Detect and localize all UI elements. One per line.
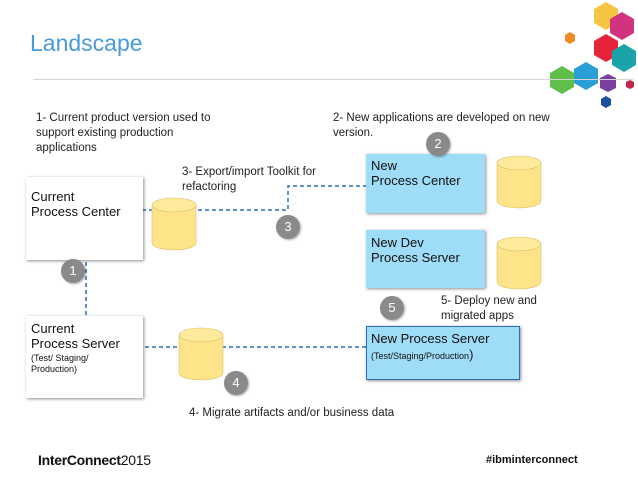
new-server-sub-paren: ): [469, 347, 474, 362]
new-dev-server-label: New Dev Process Server: [366, 230, 485, 265]
hexagon-teal-icon: [612, 44, 636, 72]
new-dev-line-1: New Dev: [371, 235, 424, 250]
note-deploy: 5- Deploy new and migrated apps: [441, 294, 561, 324]
current-server-sub-line-1: (Test/ Staging/: [31, 353, 89, 363]
database-cylinder-icon: [178, 327, 224, 381]
event-hashtag: #ibminterconnect: [486, 454, 578, 466]
current-server-line-1: Current: [31, 321, 75, 336]
current-server-sub: (Test/ Staging/ Production): [31, 353, 143, 375]
note-1-line-3: applications: [36, 142, 97, 154]
note-3-line-1: 3- Export/import Toolkit for: [182, 166, 317, 178]
hexagon-small-blue-icon: [601, 96, 611, 108]
new-center-line-2: Process Center: [371, 173, 461, 188]
note-2-line-1: 2- New applications are developed on new: [333, 112, 550, 124]
note-new-applications: 2- New applications are developed on new…: [333, 111, 578, 141]
current-center-line-1: Current: [31, 189, 75, 204]
current-center-line-2: Process Center: [31, 204, 121, 219]
hexagon-magenta-icon: [610, 12, 634, 40]
step-badge-1: 1: [61, 259, 85, 283]
hexagon-blue-icon: [574, 62, 598, 90]
hexagon-orange-icon: [565, 32, 575, 44]
step-badge-3: 3: [276, 215, 300, 239]
current-server-line-2: Process Server: [31, 336, 120, 351]
current-server-sub-line-2: Production): [31, 364, 78, 374]
current-process-server-box: Current Process Server (Test/ Staging/ P…: [26, 316, 143, 398]
note-1-line-1: 1- Current product version used to: [36, 112, 211, 124]
title-divider: [33, 79, 633, 80]
new-server-sub: (Test/Staging/Production): [371, 346, 519, 364]
step-badge-2: 2: [426, 132, 450, 156]
current-process-center-label: Current Process Center: [26, 177, 143, 219]
new-center-line-1: New: [371, 158, 398, 173]
note-3-line-2: refactoring: [182, 181, 237, 193]
slide-title: Landscape: [30, 30, 143, 56]
new-server-title: New Process Server: [371, 331, 490, 346]
current-process-server-label: Current Process Server (Test/ Staging/ P…: [26, 316, 143, 375]
database-cylinder-icon: [496, 236, 542, 290]
new-process-center-box: New Process Center: [366, 154, 485, 213]
step-badge-4: 4: [224, 371, 248, 395]
new-server-sub-text: (Test/Staging/Production: [371, 351, 470, 361]
new-process-server-label: New Process Server (Test/Staging/Product…: [367, 327, 519, 364]
note-5-line-2: migrated apps: [441, 310, 514, 322]
database-cylinder-icon: [151, 197, 197, 251]
hexagon-green-icon: [550, 66, 574, 94]
note-5-line-1: 5- Deploy new and: [441, 295, 537, 307]
new-process-center-label: New Process Center: [366, 154, 485, 188]
new-dev-process-server-box: New Dev Process Server: [366, 230, 485, 288]
note-current-version: 1- Current product version used to suppo…: [36, 111, 256, 156]
step-badge-5: 5: [380, 296, 404, 320]
hexagon-purple-icon: [600, 74, 616, 92]
current-process-center-box: Current Process Center: [26, 177, 143, 260]
new-process-server-box: New Process Server (Test/Staging/Product…: [366, 326, 520, 380]
note-1-line-2: support existing production: [36, 127, 174, 139]
note-2-line-2: version.: [333, 127, 374, 139]
hexagon-decoration: [550, 2, 636, 108]
new-dev-line-2: Process Server: [371, 250, 460, 265]
note-migrate: 4- Migrate artifacts and/or business dat…: [189, 407, 395, 419]
note-export-import: 3- Export/import Toolkit for refactoring: [182, 165, 342, 195]
database-cylinder-icon: [496, 155, 542, 209]
interconnect-logo: InterConnect2015: [38, 452, 151, 468]
hexagon-small-red-icon: [626, 80, 634, 89]
logo-year-text: 2015: [120, 452, 151, 468]
logo-main-text: InterConnect: [38, 452, 121, 468]
